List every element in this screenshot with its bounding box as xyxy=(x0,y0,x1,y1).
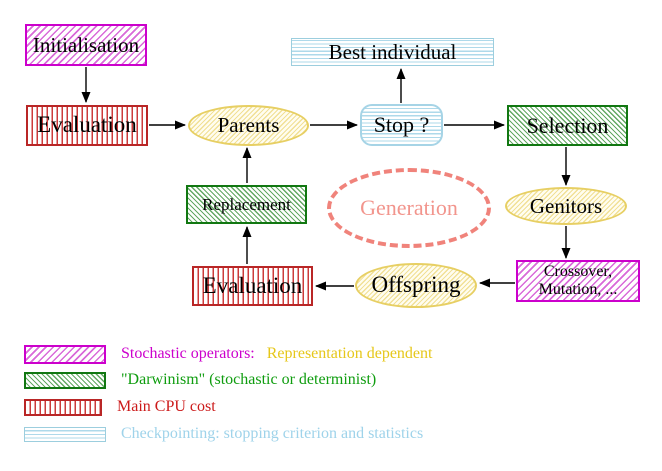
node-crossover-mutation: Crossover, Mutation, ... xyxy=(516,260,640,302)
node-stop: Stop ? xyxy=(360,104,443,146)
legend-label-main-cpu-cost: Main CPU cost xyxy=(117,398,216,415)
node-stop-label: Stop ? xyxy=(373,112,430,138)
node-genitors: Genitors xyxy=(505,187,627,225)
legend-row-main-cpu-cost: Main CPU cost xyxy=(24,397,216,417)
node-crossover-line2: Mutation, ... xyxy=(538,281,618,298)
node-best-individual-label: Best individual xyxy=(328,39,457,64)
legend-row-darwinism: "Darwinism" (stochastic or determinist) xyxy=(24,370,376,390)
legend-label-darwinism: "Darwinism" (stochastic or determinist) xyxy=(121,371,377,388)
legend-label-stochastic-operators: Stochastic operators: xyxy=(121,345,255,362)
node-evaluation-bottom: Evaluation xyxy=(192,266,313,306)
node-evaluation-top-label: Evaluation xyxy=(37,112,137,138)
legend-swatch-darwinism xyxy=(24,371,106,389)
node-genitors-label: Genitors xyxy=(529,193,603,218)
generation-label: Generation xyxy=(360,195,458,221)
node-replacement-label: Replacement xyxy=(202,194,291,214)
legend-label-representation-dependent: Representation dependent xyxy=(266,345,433,362)
node-offspring: Offspring xyxy=(355,263,477,308)
legend-label-checkpointing: Checkpointing: stopping criterion and st… xyxy=(121,425,424,442)
node-best-individual: Best individual xyxy=(291,38,494,66)
generation-loop-ellipse: Generation xyxy=(327,168,491,248)
node-selection-label: Selection xyxy=(526,112,609,138)
legend-swatch-main-cpu-cost xyxy=(24,398,102,416)
node-initialisation-label: Initialisation xyxy=(32,32,140,57)
legend-swatch-stochastic-operators xyxy=(24,344,106,364)
node-evaluation-bottom-label: Evaluation xyxy=(202,272,303,298)
node-offspring-label: Offspring xyxy=(371,272,461,298)
node-initialisation: Initialisation xyxy=(25,24,147,66)
node-parents: Parents xyxy=(188,105,309,146)
node-replacement: Replacement xyxy=(186,185,307,224)
node-selection: Selection xyxy=(507,105,628,146)
legend-row-checkpointing: Checkpointing: stopping criterion and st… xyxy=(24,424,423,444)
legend-swatch-checkpointing xyxy=(24,426,106,442)
node-evaluation-top: Evaluation xyxy=(26,105,148,146)
legend-row-stochastic-operators: Stochastic operators: Representation dep… xyxy=(24,344,432,364)
node-parents-label: Parents xyxy=(217,113,280,138)
node-crossover-line1: Crossover, xyxy=(543,262,613,280)
